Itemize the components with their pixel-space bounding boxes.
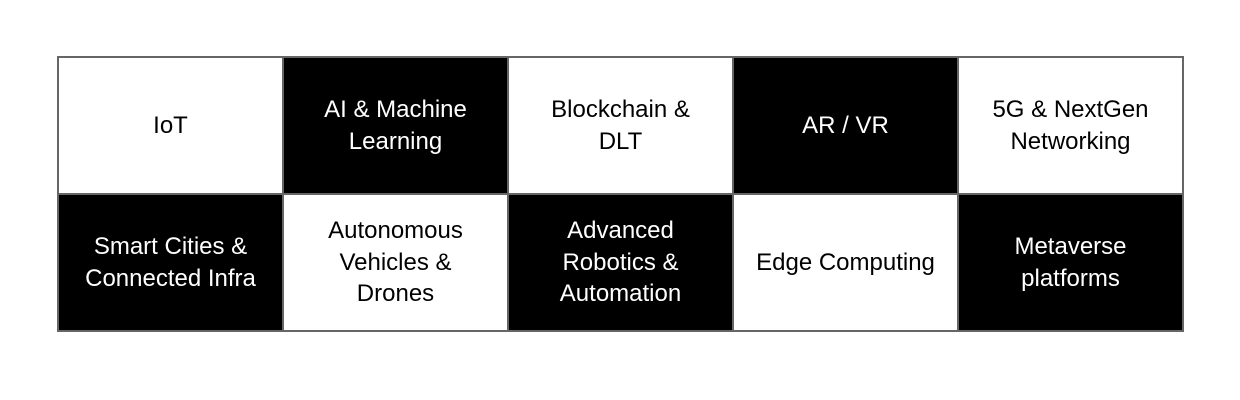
table-cell-autonomous-vehicles-drones: Autonomous Vehicles & Drones xyxy=(283,194,508,331)
table-cell-label: AI & Machine Learning xyxy=(324,95,467,155)
table-cell-label: Autonomous Vehicles & Drones xyxy=(328,216,463,308)
table-cell-label: 5G & NextGen Networking xyxy=(992,95,1149,155)
table-cell-ai-machine-learning: AI & Machine Learning xyxy=(283,57,508,194)
table-cell-label: Blockchain & DLT xyxy=(551,95,690,155)
table-cell-iot: IoT xyxy=(58,57,283,194)
table-cell-label: AR / VR xyxy=(802,111,889,139)
table-cell-smart-cities-connected-infra: Smart Cities & Connected Infra xyxy=(58,194,283,331)
table-cell-metaverse-platforms: Metaverse platforms xyxy=(958,194,1183,331)
table-cell-blockchain-dlt: Blockchain & DLT xyxy=(508,57,733,194)
technology-table: IoT AI & Machine Learning Blockchain & DLT… xyxy=(57,56,1184,332)
table-cell-label: IoT xyxy=(153,111,188,139)
table-cell-label: Smart Cities & Connected Infra xyxy=(85,232,256,292)
table-cell-label: Advanced Robotics & Automation xyxy=(559,216,682,308)
table-cell-label: Edge Computing xyxy=(756,248,935,276)
table-cell-5g-nextgen-networking: 5G & NextGen Networking xyxy=(958,57,1183,194)
table-cell-ar-vr: AR / VR xyxy=(733,57,958,194)
table-cell-edge-computing: Edge Computing xyxy=(733,194,958,331)
table-cell-advanced-robotics-automation: Advanced Robotics & Automation xyxy=(508,194,733,331)
table-cell-label: Metaverse platforms xyxy=(1014,232,1127,292)
